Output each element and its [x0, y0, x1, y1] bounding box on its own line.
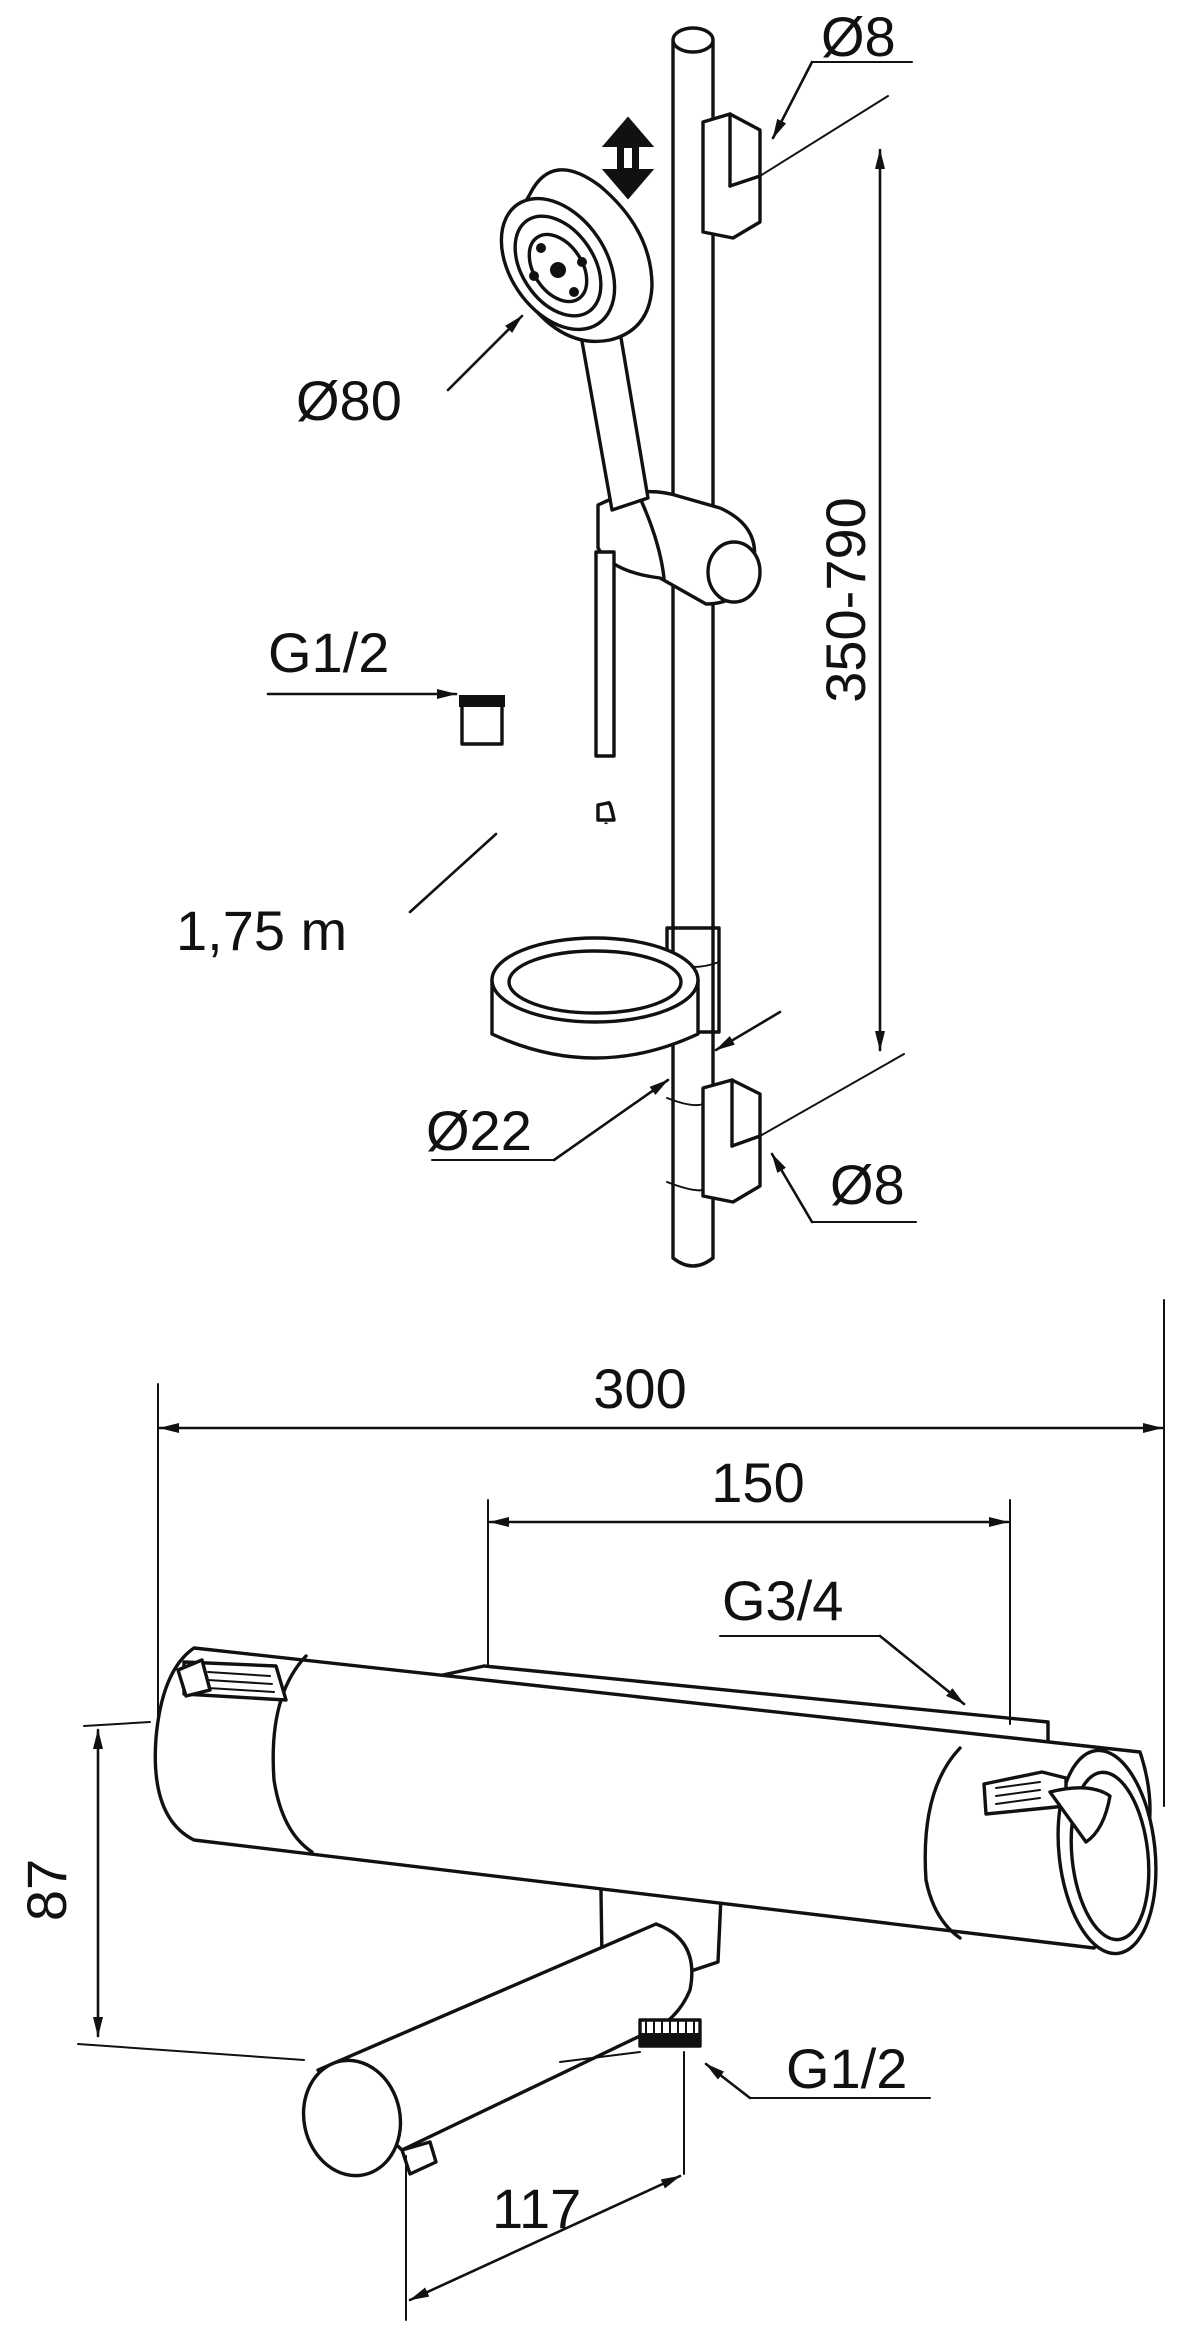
label-handshower-diameter: Ø80	[296, 369, 402, 432]
dim-center-distance: 150	[487, 1451, 1011, 1725]
dim-inlet-thread: G3/4	[719, 1569, 966, 1706]
dim-bracket-bottom: Ø8	[770, 1152, 917, 1224]
label-hose-length: 1,75 m	[176, 899, 347, 962]
outlet-connector	[638, 2018, 702, 2048]
dim-hose-length: 1,75 m	[176, 832, 498, 962]
label-overall-width: 300	[593, 1357, 686, 1420]
dim-outlet-thread: G1/2	[559, 2037, 931, 2100]
label-outlet-thread: G1/2	[786, 2037, 907, 2100]
dim-handshower: Ø80	[296, 314, 524, 432]
label-center-distance: 150	[711, 1451, 804, 1514]
safety-stop-button-left	[176, 1658, 288, 1702]
dim-height: 87	[15, 1721, 305, 2061]
safety-stop-button-right	[982, 1770, 1112, 1844]
label-spout-length: 117	[492, 2177, 581, 2240]
label-bracket-top-diameter: Ø8	[821, 5, 896, 68]
dim-overall-width: 300	[157, 1299, 1165, 1807]
dim-hose-connection: G1/2	[266, 621, 458, 699]
label-inlet-thread: G3/4	[722, 1569, 843, 1632]
handshower	[499, 168, 654, 512]
label-slide-range: 350-790	[814, 497, 877, 703]
height-adjust-arrow-icon	[601, 116, 655, 200]
label-bracket-bottom-diameter: Ø8	[830, 1153, 905, 1216]
thermostat-body	[153, 1646, 1158, 1956]
dim-rail: Ø22	[426, 1010, 782, 1162]
handshower-holder	[596, 489, 762, 606]
wall-bracket-bottom	[666, 1078, 762, 1204]
thermostat-drawing: 300 150 G3/4 87 G1/2	[15, 1299, 1165, 2321]
dim-spout-length: 117	[405, 2051, 685, 2321]
wall-bracket-top	[701, 112, 762, 240]
label-height: 87	[15, 1859, 78, 1921]
soap-dish	[490, 936, 700, 1060]
dim-bracket-top: Ø8	[771, 5, 913, 140]
shower-set-drawing: Ø8 350-790 Ø80 G1/2 1,75 m	[176, 5, 917, 1268]
shower-hose	[459, 550, 616, 913]
label-hose-connection: G1/2	[268, 621, 389, 684]
dim-slide-range: 350-790	[759, 95, 905, 1137]
label-rail-diameter: Ø22	[426, 1099, 532, 1162]
